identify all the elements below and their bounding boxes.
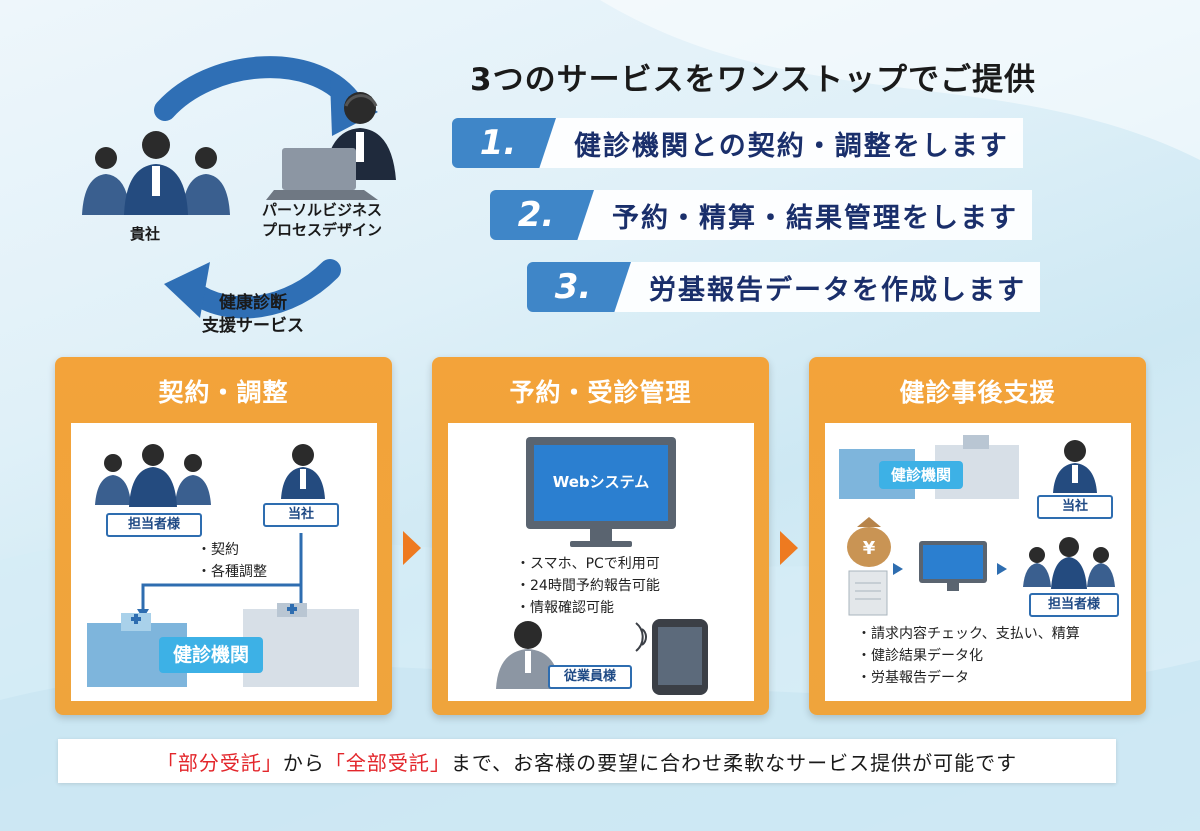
footer-full: 「全部受託」 bbox=[324, 750, 451, 775]
step-2: 2. 予約・精算・結果管理をします bbox=[490, 190, 1032, 240]
aftercare-bullet: ・労基報告データ bbox=[857, 670, 969, 686]
panel-contract-body: 担当者様 当社 ・契約 ・各種調整 健診機関 bbox=[71, 423, 377, 701]
monitor-icon bbox=[919, 541, 987, 591]
step-3-text: 労基報告データを作成します bbox=[613, 262, 1040, 312]
document-icon bbox=[848, 570, 888, 616]
svg-text:¥: ¥ bbox=[863, 538, 876, 559]
provider-label: パーソルビジネス プロセスデザイン bbox=[262, 200, 382, 241]
reservation-bullet: ・情報確認可能 bbox=[516, 600, 614, 616]
arrow-icon bbox=[893, 563, 903, 575]
arrow-icon bbox=[997, 563, 1007, 575]
footer-banner: 「部分受託」 から 「全部受託」 まで、お客様の要望に合わせ柔軟なサービス提供が… bbox=[58, 739, 1116, 783]
flow-arrow-2 bbox=[780, 531, 798, 565]
staff-people-icon bbox=[1023, 537, 1115, 589]
staff-tag: 担当者様 bbox=[1029, 593, 1119, 617]
company-person-icon bbox=[1053, 440, 1097, 493]
panel-reservation-title: 予約・受診管理 bbox=[509, 378, 692, 407]
panel-reservation-body: Webシステム ・スマホ、PCで利用可 ・24時間予約報告可能 ・情報確認可能 … bbox=[448, 423, 754, 701]
contract-bullet: ・契約 bbox=[197, 542, 239, 558]
aftercare-bullets: ・請求内容チェック、支払い、精算 ・健診結果データ化 ・労基報告データ bbox=[857, 623, 1080, 689]
web-system-label: Webシステム bbox=[552, 473, 650, 491]
panel-aftercare: 健診事後支援 ¥ bbox=[809, 357, 1146, 715]
service-label-line1: 健康診断 bbox=[219, 293, 287, 313]
panel-reservation: 予約・受診管理 Webシステム ・スマホ、PCで利用可 bbox=[432, 357, 769, 715]
step-1-number: 1. bbox=[452, 118, 556, 168]
staff-tag: 担当者様 bbox=[106, 513, 202, 537]
facility-label: 健診機関 bbox=[879, 461, 963, 489]
service-label: 健康診断 支援サービス bbox=[202, 292, 304, 338]
aftercare-bullet: ・請求内容チェック、支払い、精算 bbox=[857, 626, 1080, 642]
smartphone-icon bbox=[635, 619, 708, 695]
money-bag-icon: ¥ bbox=[847, 517, 891, 567]
footer-partial: 「部分受託」 bbox=[156, 750, 283, 775]
step-1: 1. 健診機関との契約・調整をします bbox=[452, 118, 1023, 168]
staff-people-icon bbox=[95, 444, 211, 507]
company-person-icon bbox=[281, 444, 325, 499]
step-3: 3. 労基報告データを作成します bbox=[527, 262, 1040, 312]
panel-aftercare-title: 健診事後支援 bbox=[899, 378, 1056, 407]
flow-arrow-1 bbox=[403, 531, 421, 565]
contract-bullets: ・契約 ・各種調整 bbox=[197, 539, 267, 583]
facility-label: 健診機関 bbox=[159, 637, 263, 673]
operator-icon bbox=[266, 92, 396, 200]
reservation-bullet: ・スマホ、PCで利用可 bbox=[516, 556, 660, 572]
provider-label-line2: プロセスデザイン bbox=[262, 221, 383, 240]
panel-contract-title: 契約・調整 bbox=[158, 378, 289, 407]
step-2-text: 予約・精算・結果管理をします bbox=[576, 190, 1032, 240]
reservation-bullet: ・24時間予約報告可能 bbox=[516, 578, 660, 594]
contract-bullet: ・各種調整 bbox=[197, 564, 267, 580]
headline: 3つのサービスをワンストップでご提供 bbox=[470, 62, 1036, 98]
reservation-illustration bbox=[496, 437, 708, 695]
footer-rest: まで、お客様の要望に合わせ柔軟なサービス提供が可能です bbox=[450, 750, 1018, 775]
monitor-icon bbox=[526, 437, 676, 547]
step-3-number: 3. bbox=[527, 262, 631, 312]
provider-label-line1: パーソルビジネス bbox=[262, 201, 383, 219]
aftercare-bullet: ・健診結果データ化 bbox=[857, 648, 983, 664]
footer-from: から bbox=[282, 750, 325, 775]
employee-person-icon bbox=[496, 621, 560, 689]
service-cycle-diagram bbox=[82, 56, 396, 319]
step-2-number: 2. bbox=[490, 190, 594, 240]
company-tag: 当社 bbox=[263, 503, 339, 527]
employee-tag: 従業員様 bbox=[548, 665, 632, 689]
service-label-line2: 支援サービス bbox=[202, 315, 304, 336]
company-tag: 当社 bbox=[1037, 495, 1113, 519]
panel-contract: 契約・調整 bbox=[55, 357, 392, 715]
client-people-icon bbox=[82, 131, 230, 215]
step-1-text: 健診機関との契約・調整をします bbox=[538, 118, 1023, 168]
panel-aftercare-body: ¥ 健診機関 当社 担当者様 ・請求内 bbox=[825, 423, 1131, 701]
client-label: 貴社 bbox=[130, 225, 161, 243]
reservation-bullets: ・スマホ、PCで利用可 ・24時間予約報告可能 ・情報確認可能 bbox=[516, 553, 660, 619]
